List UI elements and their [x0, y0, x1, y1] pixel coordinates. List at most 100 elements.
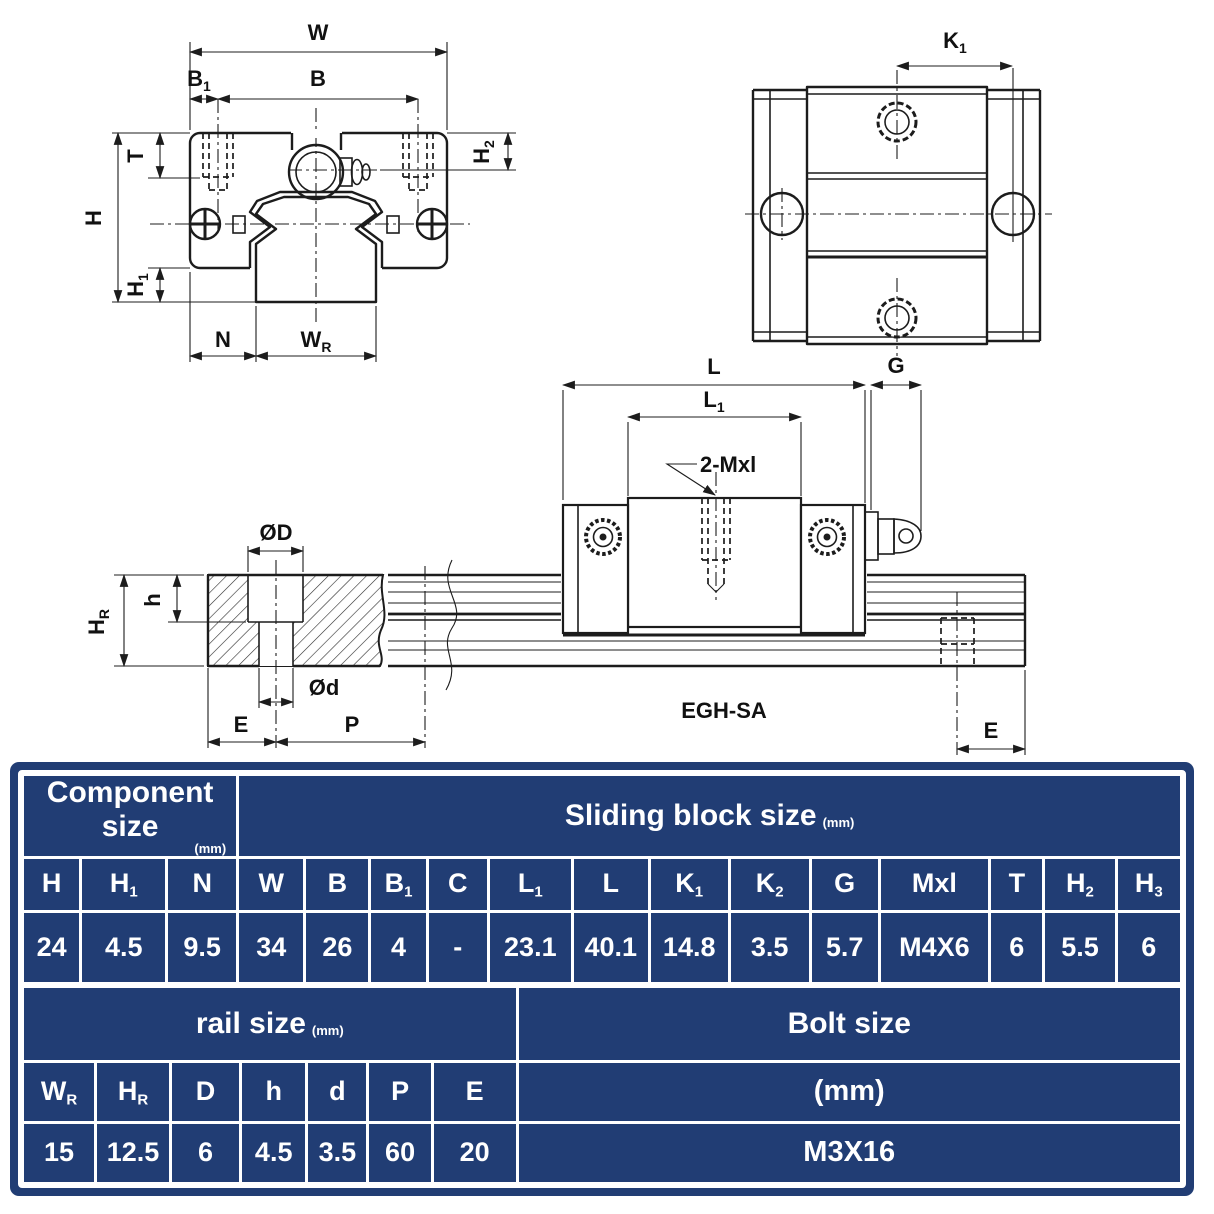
seal-notch-left [232, 215, 246, 234]
col-header: K2 [727, 856, 812, 913]
model-label: EGH-SA [681, 698, 767, 723]
technical-drawing: .ol{stroke:#1c1c1c;stroke-width:2.4;fill… [81, 20, 1052, 755]
end-screw-right [415, 207, 449, 241]
dim-label-l1: L1 [703, 387, 724, 415]
cell-value: - [425, 909, 490, 986]
dim-label-g: G [887, 353, 904, 378]
dim-label-b: B [310, 66, 326, 91]
dim-label-h2: H2 [469, 140, 497, 164]
col-header: B1 [368, 856, 429, 913]
cell-value: 9.5 [165, 909, 240, 986]
nipple-cutout [291, 129, 342, 138]
cap-screw-left [584, 518, 622, 556]
col-header: E [430, 1059, 519, 1124]
cell-value: 5.5 [1042, 909, 1118, 986]
col-header: H3 [1114, 856, 1184, 913]
dim-label-l: L [707, 354, 720, 379]
cell-value: M4X6 [877, 909, 992, 986]
cell-value: 40.1 [570, 909, 651, 986]
block-top-outline [805, 85, 989, 346]
dim-label-h-small: h [140, 593, 165, 606]
col-header: L [570, 856, 651, 913]
col-header: Mxl [877, 856, 992, 913]
cell-value: 26 [303, 909, 372, 986]
spec-table-block: Component size (mm) Sliding block size (m… [10, 762, 1194, 1196]
cell-value: 12.5 [94, 1120, 172, 1185]
cell-value: 4 [368, 909, 429, 986]
dim-label-2mxl: 2-Mxl [700, 452, 756, 477]
cell-value: 20 [430, 1120, 519, 1185]
rail-strip-left [751, 88, 807, 343]
cell-value: 4.5 [79, 909, 169, 986]
rail-size-unit: (mm) [311, 1023, 344, 1039]
component-size-unit: (mm) [194, 841, 227, 856]
grease-nipple-side [864, 511, 922, 561]
group-header-rail: rail size (mm) [21, 985, 519, 1063]
cell-value: 60 [366, 1120, 434, 1185]
dimension-table-bottom: rail size(mm) Bolt size WR HR D h d P E … [20, 985, 1183, 1185]
cell-value: 5.7 [808, 909, 881, 986]
bolt-value-cell: M3X16 [515, 1120, 1183, 1185]
top-threaded-hole-dashed [701, 472, 731, 600]
sliding-block-title: Sliding block size [564, 799, 817, 832]
dim-label-od-big: ØD [260, 520, 293, 545]
dim-label-k1: K1 [943, 28, 967, 56]
grease-nipple-front [287, 143, 371, 201]
col-header: H [20, 856, 83, 913]
col-header: T [988, 856, 1046, 913]
col-header: L1 [486, 856, 574, 913]
block-groove-contour [248, 190, 384, 268]
col-header: B [303, 856, 372, 913]
rail-size-title: rail size [195, 1007, 306, 1041]
col-header: WR [20, 1059, 98, 1124]
col-header: HR [94, 1059, 172, 1124]
dim-label-w: W [308, 20, 329, 45]
col-header: G [808, 856, 881, 913]
cap-screw-right [808, 518, 846, 556]
sliding-block-unit: (mm) [822, 815, 855, 830]
bolt-unit-cell: (mm) [515, 1059, 1183, 1124]
cell-value: 34 [236, 909, 307, 986]
dim-label-b1: B1 [187, 66, 211, 94]
dim-label-t: T [123, 149, 148, 163]
cell-value: 3.5 [727, 909, 812, 986]
rail-profile [254, 195, 378, 304]
cell-value: 6 [1114, 909, 1184, 986]
dim-label-od-small: Ød [309, 675, 340, 700]
cell-value: 14.8 [647, 909, 731, 986]
top-view: K1 [745, 28, 1052, 356]
dim-label-p: P [345, 712, 360, 737]
cell-value: 6 [168, 1120, 243, 1185]
dimension-table-top: Component size (mm) Sliding block size (m… [20, 773, 1184, 986]
side-view: L G L1 2-Mxl ØD h HR Ød E P E EGH-SA [84, 353, 1027, 755]
col-header: D [168, 1059, 243, 1124]
cell-value: 15 [20, 1120, 98, 1185]
group-header-component: Component size (mm) [20, 773, 240, 859]
rail-hole-dashed [940, 617, 975, 666]
dim-label-e-left: E [234, 712, 249, 737]
cell-value: 6 [988, 909, 1046, 986]
dim-label-n: N [215, 327, 231, 352]
mounting-hole-left [202, 133, 234, 191]
dim-label-h: H [81, 210, 106, 226]
cell-value: 24 [20, 909, 83, 986]
group-header-bolt: Bolt size [515, 985, 1183, 1063]
col-header: h [239, 1059, 309, 1124]
end-screw-left [188, 207, 222, 241]
cell-value: 23.1 [486, 909, 574, 986]
dim-label-wr: WR [301, 327, 332, 355]
front-view: W B B1 H2 T H H1 N WR [81, 20, 516, 362]
spec-table-frame: Component size (mm) Sliding block size (m… [18, 770, 1186, 1188]
dim-label-e-right: E [984, 718, 999, 743]
component-size-title: Component size [46, 776, 214, 844]
dim-label-hr: HR [84, 609, 112, 635]
col-header: H2 [1042, 856, 1118, 913]
break-line [445, 559, 458, 691]
dim-label-h1: H1 [123, 273, 151, 297]
bolt-size-title: Bolt size [787, 1007, 911, 1041]
col-header: N [165, 856, 240, 913]
block-side [561, 472, 867, 637]
col-header: P [366, 1059, 434, 1124]
col-header: C [425, 856, 490, 913]
